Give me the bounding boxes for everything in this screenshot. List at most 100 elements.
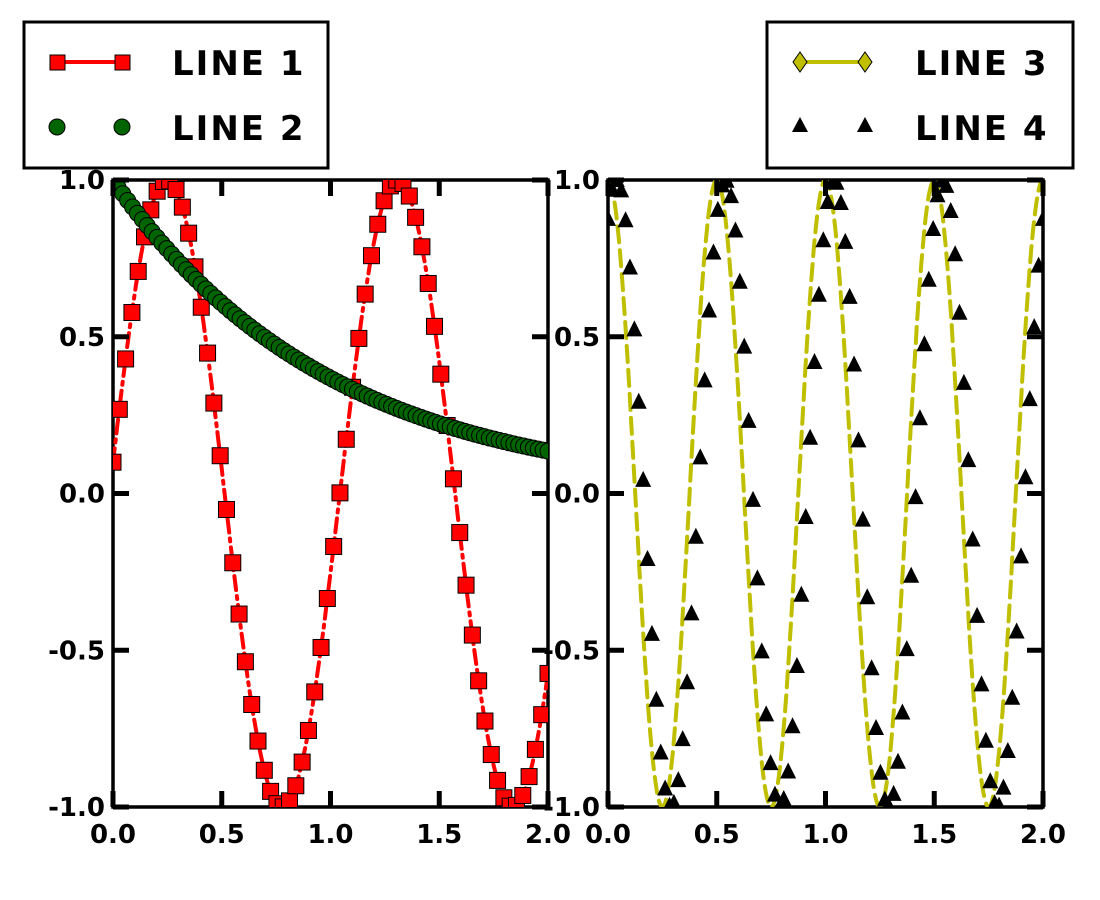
data-point	[113, 400, 128, 418]
y-tick-label: 0.5	[59, 323, 105, 353]
data-point	[211, 447, 229, 465]
data-point	[964, 530, 981, 547]
data-point	[687, 527, 704, 544]
data-point	[920, 270, 937, 287]
data-point	[1035, 209, 1043, 226]
right-legend-box	[765, 20, 1075, 170]
data-point	[337, 430, 355, 448]
data-point	[705, 243, 722, 260]
data-point	[117, 350, 135, 368]
data-point	[740, 411, 757, 428]
data-point	[318, 590, 336, 608]
x-tick-label: 0.0	[585, 820, 631, 850]
x-tick-label: 1.0	[307, 820, 353, 850]
data-point	[230, 605, 248, 623]
data-point	[977, 731, 994, 748]
data-point	[749, 569, 766, 586]
data-point	[999, 741, 1016, 758]
data-point	[898, 640, 915, 657]
data-point	[995, 778, 1012, 795]
data-point	[350, 329, 368, 347]
data-point	[753, 642, 770, 659]
data-point	[884, 797, 894, 807]
legend-diamond-marker	[792, 51, 808, 73]
data-point	[802, 428, 819, 445]
data-point	[797, 508, 814, 525]
x-tick-label: 1.0	[802, 820, 848, 850]
data-point	[407, 208, 425, 226]
data-point	[192, 298, 210, 316]
data-point	[470, 672, 488, 690]
legend-entry-line-2: LINE 2	[48, 109, 306, 149]
data-point	[639, 550, 656, 567]
data-point	[657, 779, 674, 796]
right-legend: LINE 3 LINE 4	[765, 20, 1075, 170]
legend-circle-marker	[48, 118, 66, 136]
data-point	[626, 320, 643, 337]
data-point	[249, 732, 267, 750]
data-point	[969, 606, 986, 623]
data-point	[863, 659, 880, 676]
data-point	[925, 220, 942, 237]
data-point	[520, 768, 538, 786]
data-point	[129, 262, 147, 280]
legend-label-line-3: LINE 3	[915, 44, 1049, 84]
data-point	[400, 187, 418, 205]
x-tick-label: 2.0	[525, 820, 571, 850]
legend-triangle-marker	[792, 117, 808, 132]
y-tick-label: -0.5	[48, 636, 105, 666]
data-point	[841, 287, 858, 304]
data-point	[667, 793, 681, 807]
legend-label-line-1: LINE 1	[172, 44, 306, 84]
data-point	[718, 180, 735, 188]
data-point	[1013, 547, 1030, 564]
data-point	[287, 777, 305, 795]
data-point	[451, 524, 469, 542]
data-point	[993, 796, 1005, 807]
data-point	[727, 221, 744, 238]
data-point	[514, 786, 532, 804]
left-series-line-1	[113, 180, 548, 807]
data-point	[1017, 468, 1034, 485]
x-tick-label: 1.5	[911, 820, 957, 850]
data-point	[325, 537, 343, 555]
data-point	[894, 703, 911, 720]
data-point	[635, 470, 652, 487]
data-point	[723, 187, 740, 204]
data-point	[775, 789, 792, 806]
data-point	[331, 484, 349, 502]
legend-label-line-2: LINE 2	[172, 109, 306, 149]
data-point	[375, 192, 393, 210]
data-point	[236, 653, 254, 671]
left-series-line-2	[113, 180, 548, 460]
data-point	[476, 712, 494, 730]
data-point	[356, 285, 374, 303]
data-point	[907, 488, 924, 505]
data-point	[960, 451, 977, 468]
data-point	[780, 762, 797, 779]
data-point	[938, 180, 955, 193]
data-point	[762, 754, 779, 771]
data-point	[709, 200, 726, 217]
data-point	[854, 510, 871, 527]
data-point	[859, 588, 876, 605]
data-point	[312, 638, 330, 656]
right-series-line-3	[608, 180, 1043, 807]
y-tick-label: 0.0	[59, 480, 105, 510]
data-point	[670, 771, 687, 788]
data-point	[679, 673, 696, 690]
data-point	[692, 448, 709, 465]
data-point	[810, 285, 827, 302]
legend-triangle-marker	[857, 117, 873, 132]
data-point	[482, 746, 500, 764]
legend-square-marker	[114, 54, 131, 71]
data-point	[293, 753, 311, 771]
data-point	[113, 453, 122, 471]
data-point	[1008, 622, 1025, 639]
data-point	[973, 675, 990, 692]
data-point	[533, 706, 548, 724]
y-tick-label: 0.0	[554, 480, 600, 510]
data-point	[539, 442, 548, 460]
